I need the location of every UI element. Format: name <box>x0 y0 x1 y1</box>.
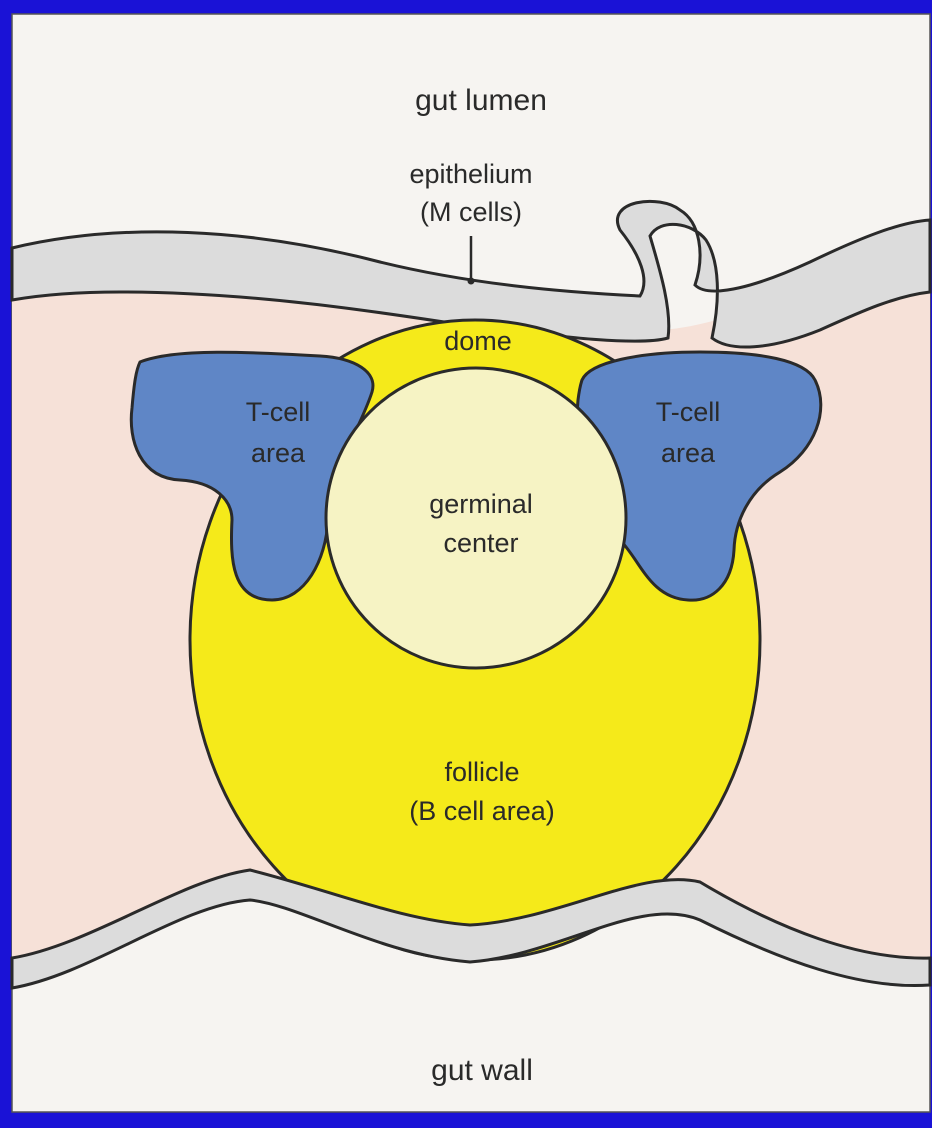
follicle-label: follicle <box>444 757 519 787</box>
germinal-center-sublabel: center <box>443 528 518 558</box>
epithelium-label: epithelium <box>409 159 532 189</box>
gut-wall-label: gut wall <box>431 1054 533 1087</box>
t-cell-left-sublabel: area <box>251 438 306 468</box>
t-cell-right-label: T-cell <box>656 397 721 427</box>
t-cell-left-label: T-cell <box>246 397 311 427</box>
epithelium-sublabel: (M cells) <box>420 197 522 227</box>
follicle-sublabel: (B cell area) <box>409 796 555 826</box>
gut-lumen-label: gut lumen <box>415 84 547 117</box>
t-cell-right-sublabel: area <box>661 438 716 468</box>
dome-label: dome <box>444 326 512 356</box>
germinal-center-label: germinal <box>429 489 533 519</box>
epithelium-pointer-dot <box>468 278 475 285</box>
